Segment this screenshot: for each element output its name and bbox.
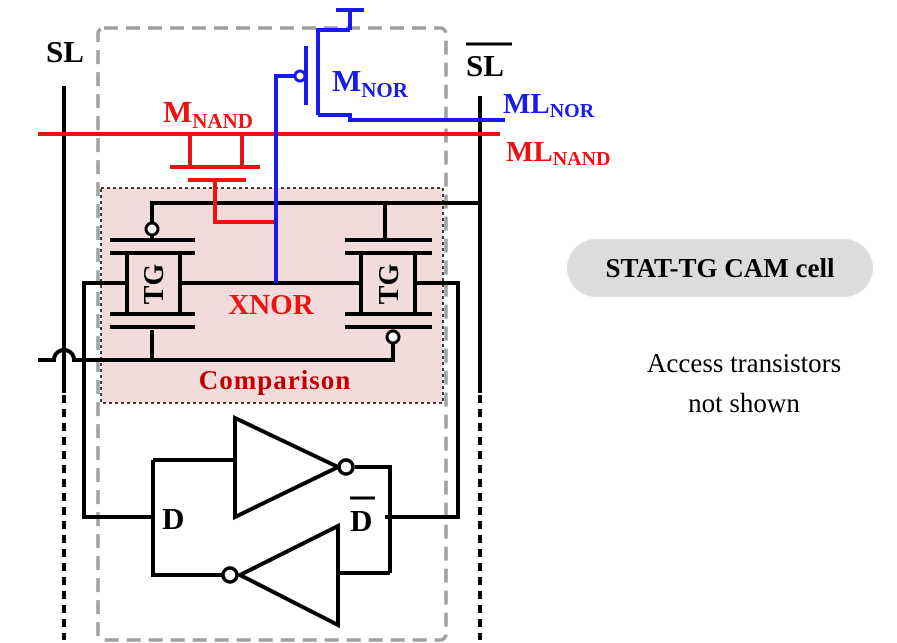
inverter-bottom	[235, 522, 340, 629]
comparison-label: Comparison	[199, 365, 352, 395]
cell-boundary-box	[96, 26, 448, 642]
inverter-top-bubble	[337, 458, 355, 476]
sl-bar-label: SL	[466, 48, 504, 83]
inverter-top	[233, 414, 343, 521]
nor-wiring	[274, 8, 505, 283]
right-tg-to-dbar-wire	[385, 281, 460, 519]
tg-gate-rail-top	[150, 201, 480, 224]
nand-wiring	[38, 132, 500, 224]
xnor-label: XNOR	[228, 289, 314, 321]
d-label: D	[162, 501, 184, 536]
access-transistors-note: Access transistors not shown	[600, 343, 888, 423]
tg-left-gate-bubble	[144, 221, 160, 237]
note-line-1: Access transistors	[646, 348, 842, 378]
ml-nand-label: MLNAND	[506, 136, 611, 170]
inverter-bottom-bubble	[221, 566, 239, 584]
tg-left-label: TG	[139, 264, 170, 305]
ml-nor-label: MLNOR	[503, 88, 595, 122]
m-nor-label: MNOR	[332, 63, 409, 102]
tg-gate-rail-bottom	[38, 330, 395, 362]
sl-label: SL	[46, 34, 84, 69]
note-line-2: not shown	[688, 388, 800, 418]
left-tg-to-d-wire	[82, 281, 153, 519]
m-nand-label: MNAND	[163, 94, 253, 133]
tg-right-label: TG	[374, 264, 405, 305]
tg-right-gate-bubble	[385, 329, 401, 345]
black-wiring	[38, 86, 482, 640]
d-bar-label: D	[350, 503, 372, 538]
m-nor-gate-bubble	[293, 69, 307, 83]
cell-type-badge: STAT-TG CAM cell	[567, 239, 873, 297]
